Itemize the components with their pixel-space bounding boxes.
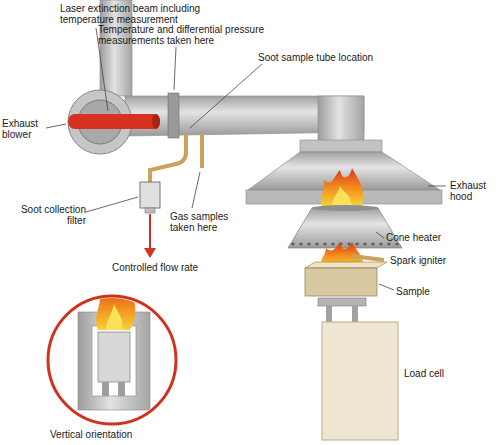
part-label: Exhaust blower [2,118,48,140]
callout-label: Soot sample tube location [258,52,408,63]
callout-label: Gas samples taken here [170,211,236,233]
upper-flames [321,168,363,206]
part-label: Spark igniter [390,255,500,266]
gas-sample-tube [202,134,203,168]
cone-heater [288,205,402,248]
sample [305,256,387,296]
leader-lines [46,28,446,290]
part-label: Load cell [404,368,500,379]
soot-sample-tube [140,134,186,258]
vertical-orientation-inset [48,282,176,424]
spark-igniter [352,256,384,260]
part-label: Sample [396,286,496,297]
load-cell [318,298,398,440]
part-label: Cone heater [386,232,496,243]
flow-label: Controlled flow rate [112,262,232,273]
inset-caption: Vertical orientation [50,429,200,440]
callout-label: Laser extinction beam including temperat… [60,3,228,25]
part-label: Soot collection filter [2,204,86,226]
part-label: Exhaust hood [450,180,502,202]
callout-label: Temperature and differential pressure me… [98,24,298,46]
exhaust-blower [68,90,160,154]
